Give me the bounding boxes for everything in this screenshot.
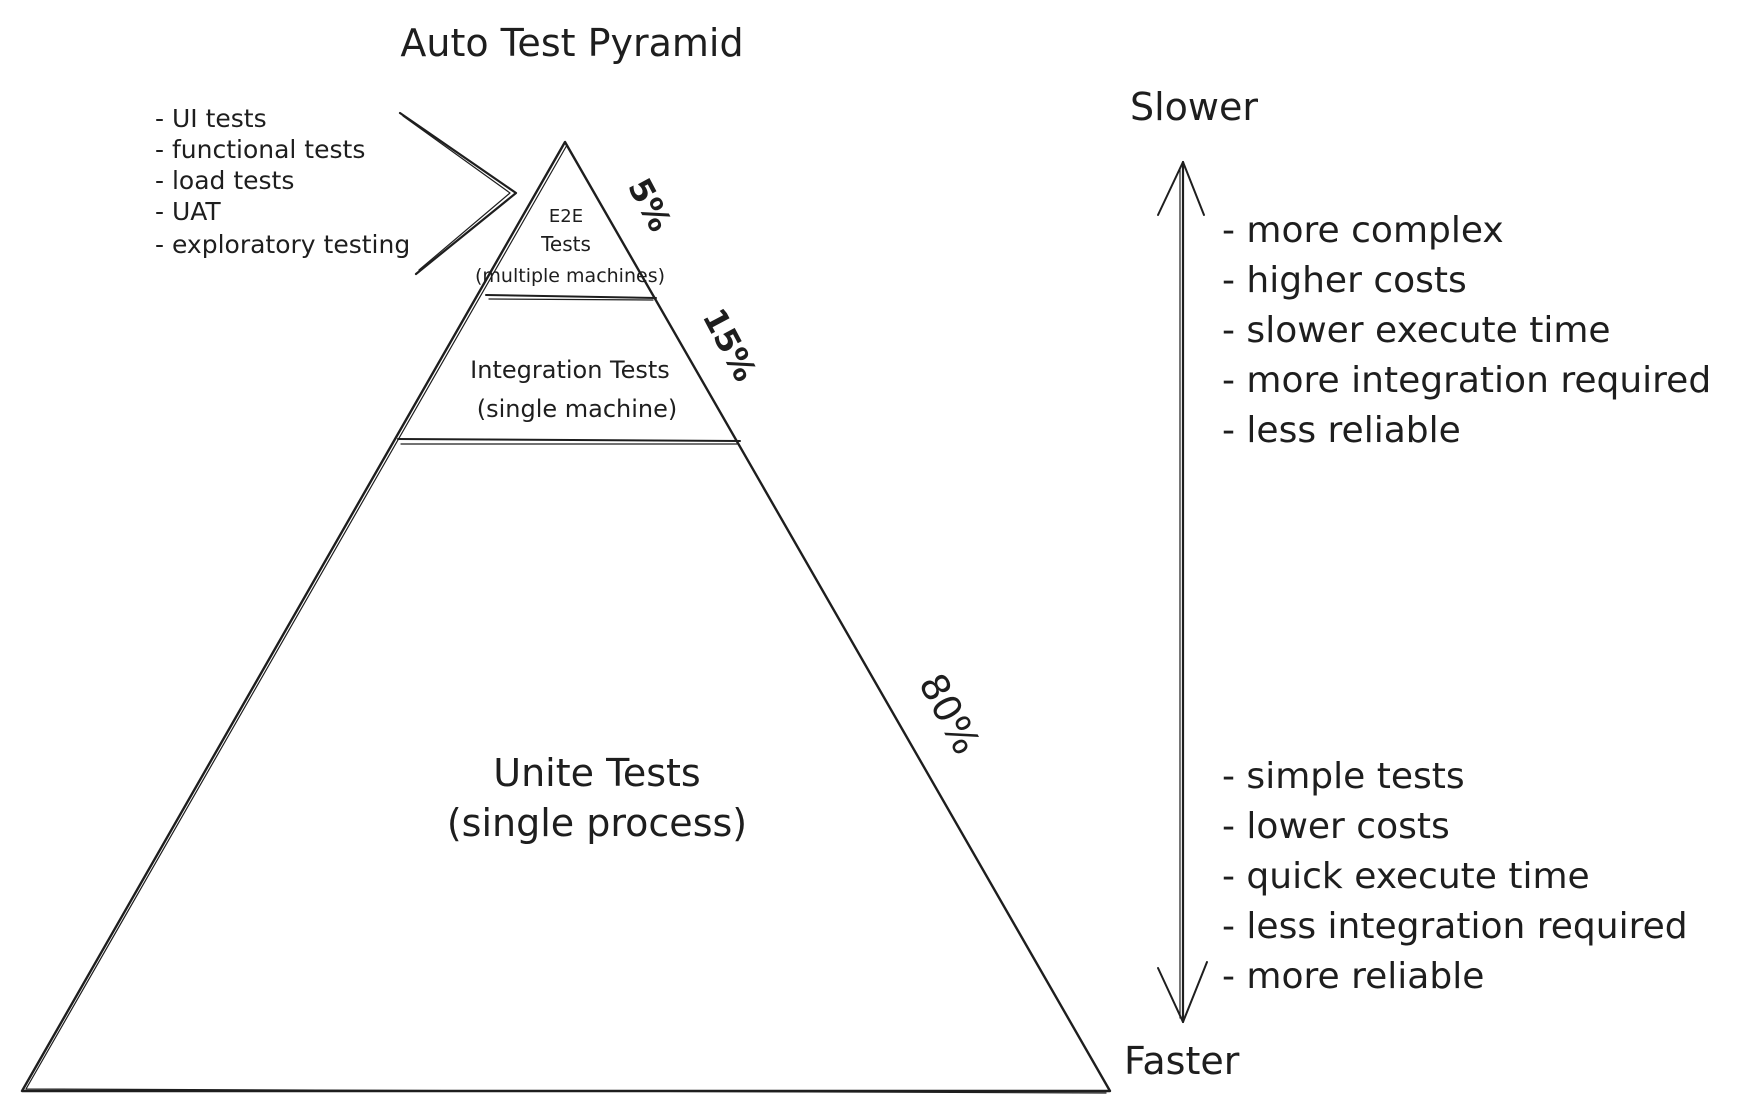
faster-traits-list: - simple tests - lower costs - quick exe… xyxy=(1222,756,1688,997)
faster-trait-item: - simple tests xyxy=(1222,756,1465,797)
diagram-title: Auto Test Pyramid xyxy=(400,21,743,65)
layer-unit: Unite Tests (single process) 80% xyxy=(447,666,989,845)
speed-axis-slower-label: Slower xyxy=(1130,85,1258,129)
layer-unit-percent: 80% xyxy=(910,666,989,761)
faster-trait-item: - lower costs xyxy=(1222,806,1450,847)
pyramid-outline xyxy=(20,140,1112,1094)
e2e-example-item: - functional tests xyxy=(155,135,365,164)
layer-integration-scope: (single machine) xyxy=(477,395,678,423)
layer-divider-e2e xyxy=(485,294,657,301)
slower-trait-item: - more complex xyxy=(1222,210,1504,251)
e2e-example-item: - UI tests xyxy=(155,104,267,133)
faster-trait-item: - less integration required xyxy=(1222,906,1688,947)
e2e-example-item: - exploratory testing xyxy=(155,230,410,259)
e2e-example-item: - UAT xyxy=(155,197,221,226)
layer-unit-scope: (single process) xyxy=(447,801,747,845)
layer-e2e-kind: Tests xyxy=(540,232,591,256)
speed-axis-faster-label: Faster xyxy=(1124,1039,1240,1083)
layer-e2e-name: E2E xyxy=(549,206,583,227)
slower-trait-item: - less reliable xyxy=(1222,410,1461,451)
slower-trait-item: - slower execute time xyxy=(1222,310,1611,351)
e2e-example-item: - load tests xyxy=(155,166,294,195)
layer-unit-name: Unite Tests xyxy=(493,751,700,795)
e2e-examples-list: - UI tests - functional tests - load tes… xyxy=(155,104,410,259)
layer-e2e-percent: 5% xyxy=(620,172,679,238)
slower-trait-item: - more integration required xyxy=(1222,360,1711,401)
faster-trait-item: - quick execute time xyxy=(1222,856,1590,897)
slower-traits-list: - more complex - higher costs - slower e… xyxy=(1222,210,1711,451)
layer-integration-percent: 15% xyxy=(695,302,765,387)
examples-pointer xyxy=(398,111,518,276)
layer-integration-name: Integration Tests xyxy=(470,356,670,384)
slower-trait-item: - higher costs xyxy=(1222,260,1467,301)
layer-e2e-scope: (multiple machines) xyxy=(475,265,665,287)
speed-axis-arrow xyxy=(1157,160,1208,1024)
layer-divider-integration xyxy=(397,438,741,445)
layer-integration: Integration Tests (single machine) 15% xyxy=(470,302,764,423)
faster-trait-item: - more reliable xyxy=(1222,956,1484,997)
